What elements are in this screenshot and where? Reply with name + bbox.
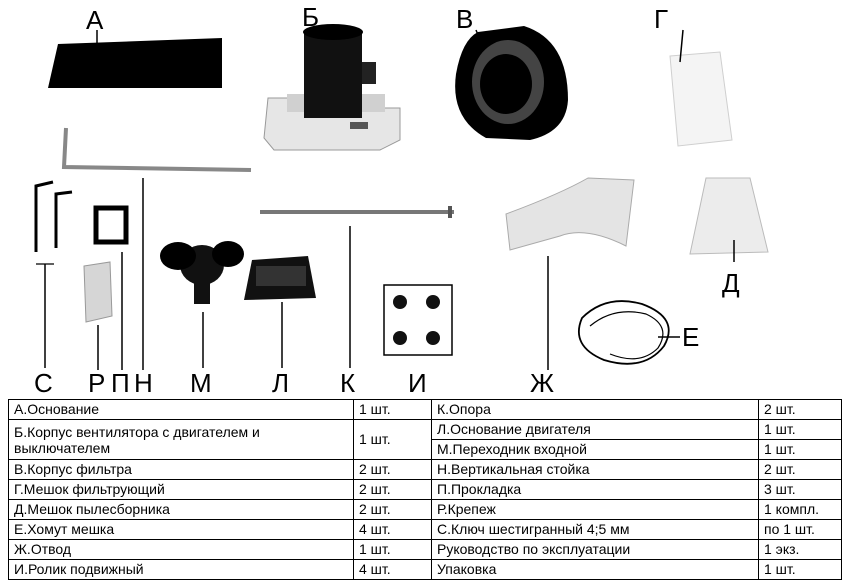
table-row: Ж.Отвод 1 шт. Руководство по эксплуатаци… — [8, 539, 842, 560]
table-cell: А.Основание — [8, 399, 354, 420]
table-cell: 1 шт. — [353, 399, 432, 420]
table-cell: Р.Крепеж — [431, 499, 759, 520]
table-cell: Б.Корпус вентилятора с двигателем и выкл… — [8, 419, 354, 460]
label-k: К — [340, 368, 355, 398]
label-r: Р — [88, 368, 105, 398]
label-g: Г — [654, 4, 668, 34]
table-cell: 1 шт. — [353, 539, 432, 560]
table-cell: И.Ролик подвижный — [8, 559, 354, 580]
table-cell: Ж.Отвод — [8, 539, 354, 560]
label-s: С — [34, 368, 53, 398]
table-cell: Н.Вертикальная стойка — [431, 459, 759, 480]
part-base — [48, 30, 222, 88]
table-row: В.Корпус фильтра 2 шт. Н.Вертикальная ст… — [8, 459, 842, 480]
table-cell: С.Ключ шестигранный 4;5 мм — [431, 519, 759, 540]
table-cell: В.Корпус фильтра — [8, 459, 354, 480]
table-cell: М.Переходник входной — [431, 439, 759, 460]
part-hardware-bag — [83, 261, 113, 370]
table-cell: 2 шт. — [353, 479, 432, 500]
part-gasket — [93, 205, 129, 370]
label-l: Л — [272, 368, 289, 398]
table-cell: 2 шт. — [758, 459, 842, 480]
table-cell: Упаковка — [431, 559, 759, 580]
table-row: Е.Хомут мешка 4 шт. С.Ключ шестигранный … — [8, 519, 842, 540]
part-hex-keys — [34, 180, 73, 368]
table-cell: 4 шт. — [353, 559, 432, 580]
table-cell: 3 шт. — [758, 479, 842, 500]
table-cell: 1 компл. — [758, 499, 842, 520]
table-row: И.Ролик подвижный 4 шт. Упаковка 1 шт. — [8, 559, 842, 580]
table-cell: К.Опора — [431, 399, 759, 420]
part-fan-housing — [263, 24, 401, 151]
table-row: Б.Корпус вентилятора с двигателем и выкл… — [8, 419, 842, 460]
label-p: П — [111, 368, 130, 398]
part-support-rod — [260, 206, 454, 368]
table-row: М.Переходник входной 1 шт. — [9, 439, 842, 460]
part-motor-base — [244, 256, 316, 368]
label-e: Е — [682, 322, 699, 352]
parts-diagram: А Б В Г — [34, 2, 769, 398]
table-row: Д.Мешок пылесборника 2 шт. Р.Крепеж 1 ко… — [8, 499, 842, 520]
table-cell: Г.Мешок фильтрующий — [8, 479, 354, 500]
table-cell: 1 шт. — [758, 559, 842, 580]
table-cell: 1 шт. — [758, 439, 842, 460]
table-cell: 1 экз. — [758, 539, 842, 560]
label-m: М — [190, 368, 212, 398]
table-cell: 2 шт. — [353, 459, 432, 480]
label-a: А — [86, 5, 104, 35]
label-d: Д — [722, 268, 740, 298]
part-casters — [383, 284, 453, 356]
table-cell: Д.Мешок пылесборника — [8, 499, 354, 520]
part-filter-bag — [669, 29, 733, 147]
table-cell: 1 шт. — [353, 419, 432, 460]
table-cell: Е.Хомут мешка — [8, 519, 354, 540]
table-row: Г.Мешок фильтрующий 2 шт. П.Прокладка 3 … — [8, 479, 842, 500]
table-cell: 1 шт. — [758, 419, 842, 440]
table-cell: по 1 шт. — [758, 519, 842, 540]
parts-table: А.Основание 1 шт. К.Опора 2 шт. Б.Корпус… — [8, 399, 842, 580]
part-dust-bag — [689, 177, 769, 262]
label-v: В — [456, 4, 473, 34]
table-cell: П.Прокладка — [431, 479, 759, 500]
part-inlet-adapter — [160, 241, 244, 368]
part-bag-clamp — [577, 300, 680, 365]
label-i: И — [408, 368, 427, 398]
table-cell: 2 шт. — [758, 399, 842, 420]
table-cell: 4 шт. — [353, 519, 432, 540]
label-b: Б — [302, 2, 319, 32]
part-elbow — [505, 177, 635, 370]
table-cell: Руководство по эксплуатации — [431, 539, 759, 560]
part-vertical-support — [61, 127, 252, 370]
table-cell: 2 шт. — [353, 499, 432, 520]
table-row: А.Основание 1 шт. К.Опора 2 шт. — [8, 399, 842, 420]
label-n: Н — [134, 368, 153, 398]
table-cell: Л.Основание двигателя — [431, 419, 759, 440]
part-filter-housing — [455, 26, 568, 140]
label-zh: Ж — [530, 368, 554, 398]
